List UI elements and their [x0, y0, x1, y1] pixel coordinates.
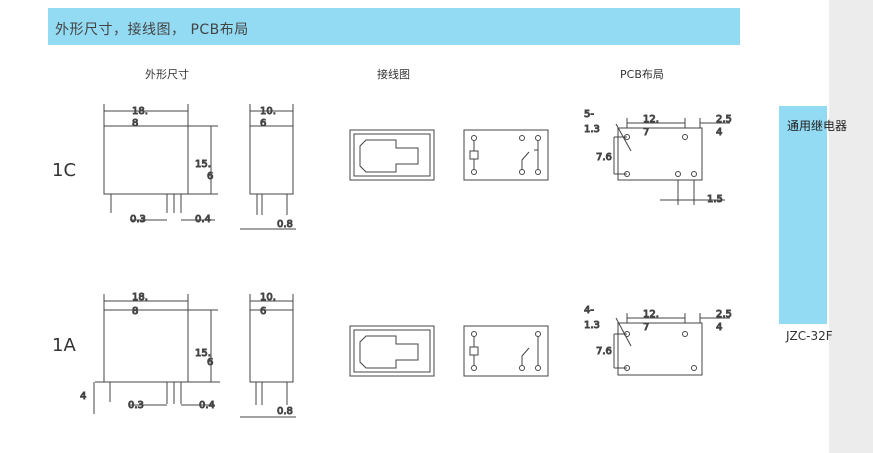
dim-height-b-1c: 6	[207, 171, 213, 182]
pcb-top-left-b-1c: 1.3	[584, 124, 600, 135]
dim-width-a-1c: 10.	[260, 106, 276, 117]
pcb-bottom-1c: 1.5	[707, 194, 723, 205]
pcb-top-left-b-1a: 1.3	[584, 320, 600, 331]
dim-height-b-1a: 6	[207, 357, 213, 368]
pcb-top-left-a-1a: 4-	[584, 305, 594, 316]
pcb-vertical-1a: 7.6	[596, 346, 612, 357]
column-header-wiring: 接线图	[377, 68, 410, 81]
side-view-1a	[240, 294, 296, 418]
pcb-span-b-1a: 7	[643, 322, 649, 333]
pcb-span-a-1a: 12.	[643, 309, 659, 320]
pcb-right-a-1a: 2.5	[716, 309, 732, 320]
dim-length-b-1c: 8	[132, 118, 138, 129]
dim-length-a-1a: 18.	[132, 292, 148, 303]
row-label-1c: 1C	[52, 160, 77, 181]
right-gutter	[829, 0, 873, 453]
wiring-diagram-1c	[463, 129, 549, 181]
pcb-span-a-1c: 12.	[643, 114, 659, 125]
sidebar-title: 通用继电器	[787, 119, 848, 133]
dim-width-b-1c: 6	[260, 118, 266, 129]
pcb-top-left-a-1c: 5-	[584, 109, 594, 120]
front-view-1c	[103, 104, 218, 221]
row-label-1a: 1A	[52, 335, 76, 356]
pcb-right-b-1c: 4	[716, 127, 722, 138]
pcb-right-b-1a: 4	[716, 322, 722, 333]
dim-pin-thick-1c: 0.8	[277, 219, 293, 230]
dim-height-a-1c: 15.	[195, 159, 211, 170]
front-view-1a	[93, 294, 220, 414]
wiring-diagram-1a	[463, 325, 549, 377]
dim-pin-thick-1a: 0.8	[277, 406, 293, 417]
dim-pin-offset-1a: 0.3	[128, 400, 144, 411]
top-view-1c	[349, 129, 435, 181]
pcb-layout-1c	[613, 118, 730, 205]
pcb-right-a-1c: 2.5	[716, 114, 732, 125]
dim-pin-width-1c: 0.4	[195, 214, 211, 225]
dim-length-a-1c: 18.	[132, 106, 148, 117]
dim-length-b-1a: 8	[132, 306, 138, 317]
dim-standoff-1a: 4	[80, 391, 86, 402]
column-header-dimensions: 外形尺寸	[145, 68, 189, 81]
column-header-pcb: PCB布局	[620, 68, 664, 81]
dim-width-b-1a: 6	[260, 306, 266, 317]
dim-pin-offset-1c: 0.3	[130, 214, 146, 225]
section-banner: 外形尺寸，接线图， PCB布局	[48, 8, 740, 45]
pcb-vertical-1c: 7.6	[596, 152, 612, 163]
dim-height-a-1a: 15.	[195, 348, 211, 359]
model-number: JZC-32F	[786, 329, 833, 343]
pcb-span-b-1c: 7	[643, 127, 649, 138]
side-view-1c	[240, 104, 296, 230]
section-title: 外形尺寸，接线图， PCB布局	[55, 22, 249, 38]
sidebar-panel	[779, 106, 827, 324]
top-view-1a	[349, 325, 435, 377]
pcb-layout-1a	[613, 313, 730, 376]
dim-width-a-1a: 10.	[260, 292, 276, 303]
dim-pin-width-1a: 0.4	[199, 400, 215, 411]
